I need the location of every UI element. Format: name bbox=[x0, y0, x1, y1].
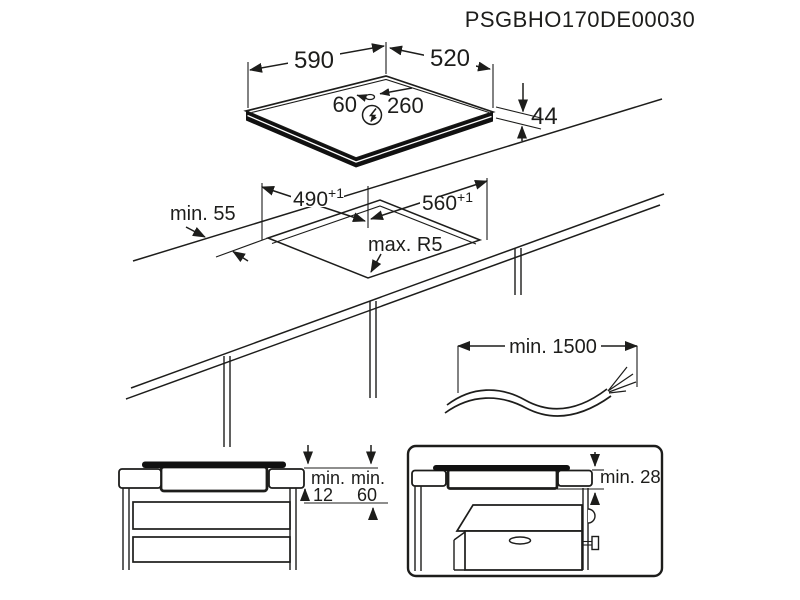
cable-sheath-top bbox=[446, 388, 608, 410]
worktop-lower-edge-line bbox=[130, 193, 665, 389]
hob-width-label: 590 bbox=[294, 47, 334, 74]
worktop-thickness-line bbox=[125, 204, 661, 400]
hob-height-label: 44 bbox=[531, 103, 558, 130]
dim-hob-height: 44 bbox=[495, 83, 558, 141]
worktop-section-right-oven bbox=[557, 469, 593, 487]
clearance1-value-label: 12 bbox=[313, 485, 333, 505]
hob-side-band-left bbox=[246, 111, 356, 168]
power-cable-figure: min. 1500 bbox=[444, 336, 638, 417]
oven-top bbox=[455, 504, 583, 532]
dim-edge-clearance: min. 55 bbox=[170, 203, 249, 263]
hob-glass-surface bbox=[142, 461, 286, 468]
hob-body-section-oven bbox=[446, 468, 559, 490]
cutout-edge-extension bbox=[215, 237, 269, 258]
hob-top-face bbox=[243, 75, 496, 159]
product-code: PSGBHO170DE00030 bbox=[465, 7, 696, 32]
screw-detail bbox=[583, 535, 600, 551]
hob-depth-label: 520 bbox=[430, 45, 470, 72]
oven-left-flap bbox=[453, 531, 466, 571]
drawer-installation-figure: min. 12 min. 60 bbox=[118, 445, 388, 570]
oven-installation-figure: min. 28 bbox=[406, 444, 664, 578]
hob-glass-surface-oven bbox=[433, 465, 570, 471]
dim-oven-clearance: min. 28 bbox=[557, 452, 661, 505]
clearance2-value-label: 60 bbox=[357, 485, 377, 505]
hob-side-band-right bbox=[356, 112, 493, 168]
hinge-detail bbox=[587, 508, 596, 524]
cutout-width-label: 560+1 bbox=[422, 189, 473, 215]
worktop-section-left-oven bbox=[411, 469, 447, 487]
dim-cutout-width: 560+1 bbox=[370, 178, 488, 240]
worktop-section-left bbox=[118, 468, 162, 489]
oven-handle bbox=[508, 536, 532, 545]
corner-radius-label: max. R5 bbox=[368, 234, 442, 256]
cabinet-joint-lines bbox=[223, 248, 522, 447]
clearance1-prefix-label: min. bbox=[311, 468, 345, 488]
worktop-section-right bbox=[268, 468, 305, 489]
dim-connection-position: 60 260 bbox=[333, 87, 424, 118]
oven bbox=[453, 504, 600, 571]
worktop-cutout-view: 490+1 560+1 min. 55 max. R5 bbox=[125, 98, 665, 447]
cutout-depth-label: 490+1 bbox=[293, 185, 344, 211]
hob-bevel-line bbox=[251, 78, 490, 114]
connection-point bbox=[364, 93, 376, 101]
cable-wires bbox=[607, 366, 637, 394]
dim-corner-radius: max. R5 bbox=[368, 234, 442, 273]
dim-hob-width: 590 bbox=[247, 42, 387, 108]
dim-hob-depth: 520 bbox=[389, 45, 494, 108]
oven-clearance-label: min. 28 bbox=[600, 466, 661, 487]
cable-sheath-bottom bbox=[444, 395, 612, 417]
hob-isometric-view: 590 520 44 60 260 bbox=[243, 42, 558, 168]
cabinet-walls-oven bbox=[414, 485, 589, 571]
clearance2-prefix-label: min. bbox=[351, 468, 385, 488]
oven-front bbox=[464, 530, 583, 571]
drawer-front-lower bbox=[132, 536, 291, 563]
edge-clearance-label: min. 55 bbox=[170, 203, 236, 225]
hob-body-section bbox=[159, 465, 269, 493]
drawer-front-upper bbox=[132, 501, 291, 530]
drawer-clearance-dims: min. 12 min. 60 bbox=[300, 445, 388, 520]
connection-left-label: 60 bbox=[333, 92, 357, 117]
cable-length-label: min. 1500 bbox=[509, 336, 597, 358]
dim-cutout-depth: 490+1 bbox=[261, 183, 369, 240]
connection-right-label: 260 bbox=[387, 93, 424, 118]
power-connection-icon bbox=[361, 104, 383, 126]
